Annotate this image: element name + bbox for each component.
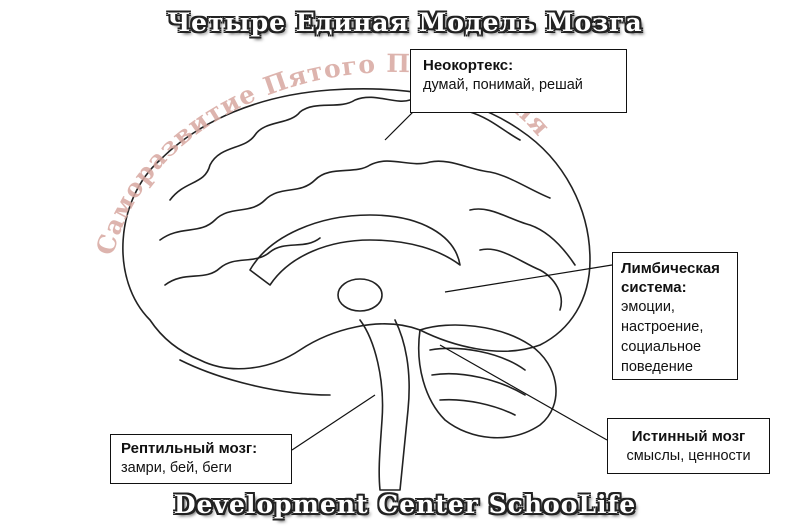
- limbic-desc-1: эмоции,: [621, 299, 675, 315]
- neocortex-label: Неокортекс: думай, понимай, решай: [410, 49, 627, 113]
- leader-limbic: [444, 264, 613, 293]
- limbic-desc-3: социальное: [621, 339, 702, 355]
- neocortex-title: Неокортекс:: [423, 57, 514, 74]
- reptilian-label: Рептильный мозг: замри, бей, беги: [110, 434, 292, 484]
- limbic-desc-4: поведение: [621, 359, 693, 375]
- thalamus: [337, 278, 383, 312]
- limbic-label: Лимбическая система: эмоции, настроение,…: [612, 252, 738, 380]
- corpus-callosum: [249, 214, 461, 286]
- cerebrum-outline: [122, 88, 591, 370]
- limbic-title-2: система:: [621, 279, 687, 296]
- leader-neocortex: [384, 109, 416, 141]
- reptilian-desc: замри, бей, беги: [121, 460, 232, 476]
- limbic-desc-2: настроение,: [621, 319, 704, 335]
- footer-title: Development Center SchooLife: [173, 490, 637, 519]
- true-brain-desc: смыслы, ценности: [626, 448, 751, 464]
- true-brain-title: Истинный мозг: [631, 428, 746, 445]
- true-brain-label: Истинный мозг смыслы, ценности: [607, 418, 770, 474]
- neocortex-desc: думай, понимай, решай: [423, 77, 583, 93]
- leader-true-brain: [439, 344, 608, 441]
- reptilian-title: Рептильный мозг:: [121, 440, 258, 457]
- cerebellum: [417, 324, 557, 439]
- leader-reptilian: [291, 394, 376, 451]
- brainstem: [359, 319, 410, 491]
- page-title: Четыре Единая Модель Мозга: [167, 8, 643, 37]
- limbic-title-1: Лимбическая: [621, 260, 720, 277]
